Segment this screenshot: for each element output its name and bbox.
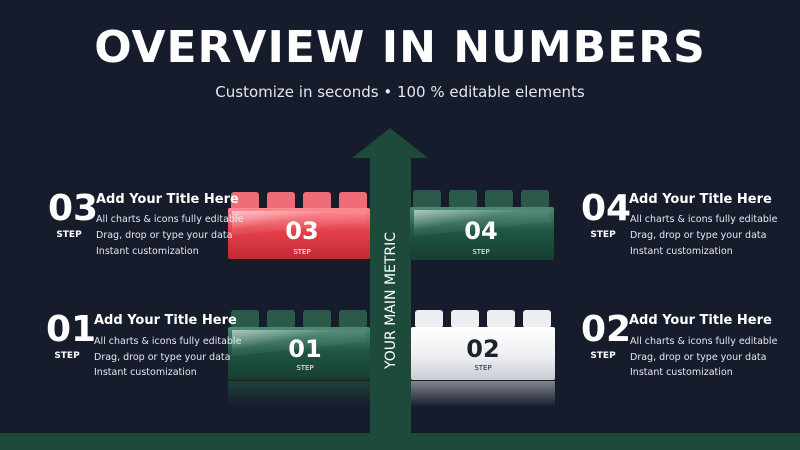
brick-02-reflection bbox=[411, 381, 555, 407]
axis-label: YOUR MAIN METRIC bbox=[383, 232, 399, 370]
brick-03-step: STEP bbox=[293, 248, 310, 256]
step-01-line-3: Instant customization bbox=[94, 367, 197, 378]
brick-03-number: 03 bbox=[285, 217, 318, 245]
step-01-number: 01 bbox=[46, 309, 97, 350]
step-02-label: STEP bbox=[590, 351, 616, 361]
step-03-line-2: Drag, drop or type your data bbox=[96, 230, 233, 241]
step-03-number: 03 bbox=[48, 188, 99, 229]
page-subtitle: Customize in seconds • 100 % editable el… bbox=[215, 83, 585, 101]
brick-04-number: 04 bbox=[464, 217, 497, 245]
brick-02-step: STEP bbox=[474, 364, 491, 372]
step-04-number: 04 bbox=[581, 188, 632, 229]
step-04-line-1: All charts & icons fully editable bbox=[630, 214, 778, 225]
arrow-head bbox=[352, 128, 428, 158]
step-03-title: Add Your Title Here bbox=[96, 192, 239, 207]
step-02-line-2: Drag, drop or type your data bbox=[630, 352, 767, 363]
arrow-shaft bbox=[370, 156, 411, 436]
step-02-title: Add Your Title Here bbox=[629, 313, 772, 328]
step-02-line-3: Instant customization bbox=[630, 367, 733, 378]
brick-01-step: STEP bbox=[296, 364, 313, 372]
brick-04: 04 STEP bbox=[410, 190, 554, 260]
brick-04-step: STEP bbox=[472, 248, 489, 256]
step-01-title: Add Your Title Here bbox=[94, 313, 237, 328]
step-03-line-1: All charts & icons fully editable bbox=[96, 214, 244, 225]
brick-01-reflection bbox=[228, 381, 370, 407]
step-04-line-3: Instant customization bbox=[630, 246, 733, 257]
brick-03: 03 STEP bbox=[228, 192, 370, 259]
brick-01-number: 01 bbox=[288, 335, 321, 363]
brick-02: 02 STEP bbox=[411, 310, 555, 407]
step-01-line-2: Drag, drop or type your data bbox=[94, 352, 231, 363]
step-02-number: 02 bbox=[581, 309, 632, 350]
page-title: OVERVIEW IN NUMBERS bbox=[94, 22, 706, 73]
step-04-title: Add Your Title Here bbox=[629, 192, 772, 207]
step-01-line-1: All charts & icons fully editable bbox=[94, 336, 242, 347]
step-01-label: STEP bbox=[54, 351, 80, 361]
step-03-label: STEP bbox=[56, 230, 82, 240]
brick-02-number: 02 bbox=[466, 335, 499, 363]
bottom-bar bbox=[0, 433, 800, 450]
step-02-line-1: All charts & icons fully editable bbox=[630, 336, 778, 347]
step-04-label: STEP bbox=[590, 230, 616, 240]
step-04-line-2: Drag, drop or type your data bbox=[630, 230, 767, 241]
step-03-line-3: Instant customization bbox=[96, 246, 199, 257]
brick-01: 01 STEP bbox=[228, 310, 370, 407]
